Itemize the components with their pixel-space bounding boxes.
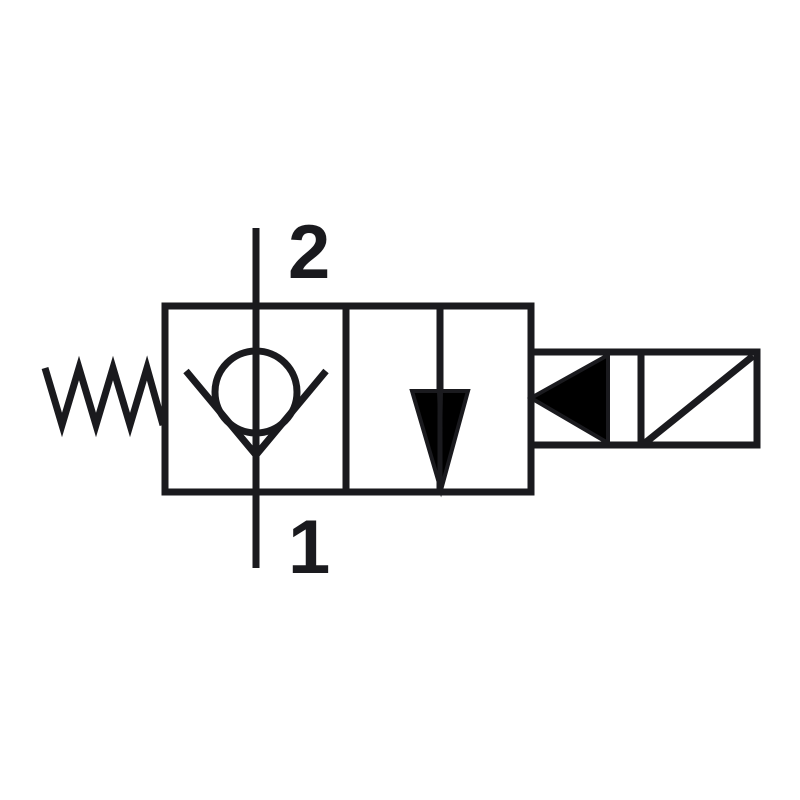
ball-poppet-icon (211, 347, 301, 437)
port-2-label: 2 (288, 210, 330, 295)
poppet-cone-group (409, 306, 471, 498)
port-1-label: 1 (288, 505, 330, 590)
ball-seat-check-valve-group (183, 306, 329, 492)
valve-seat-v-icon (183, 368, 329, 461)
return-spring-group (41, 355, 167, 438)
spring-zigzag-icon (41, 355, 167, 438)
solenoid-diagonal-line (642, 353, 756, 446)
poppet-inner-stem (437, 391, 443, 490)
solenoid-triangle-icon (526, 351, 610, 447)
solenoid-actuator-group (526, 348, 761, 449)
valve-body-group (161, 302, 535, 496)
